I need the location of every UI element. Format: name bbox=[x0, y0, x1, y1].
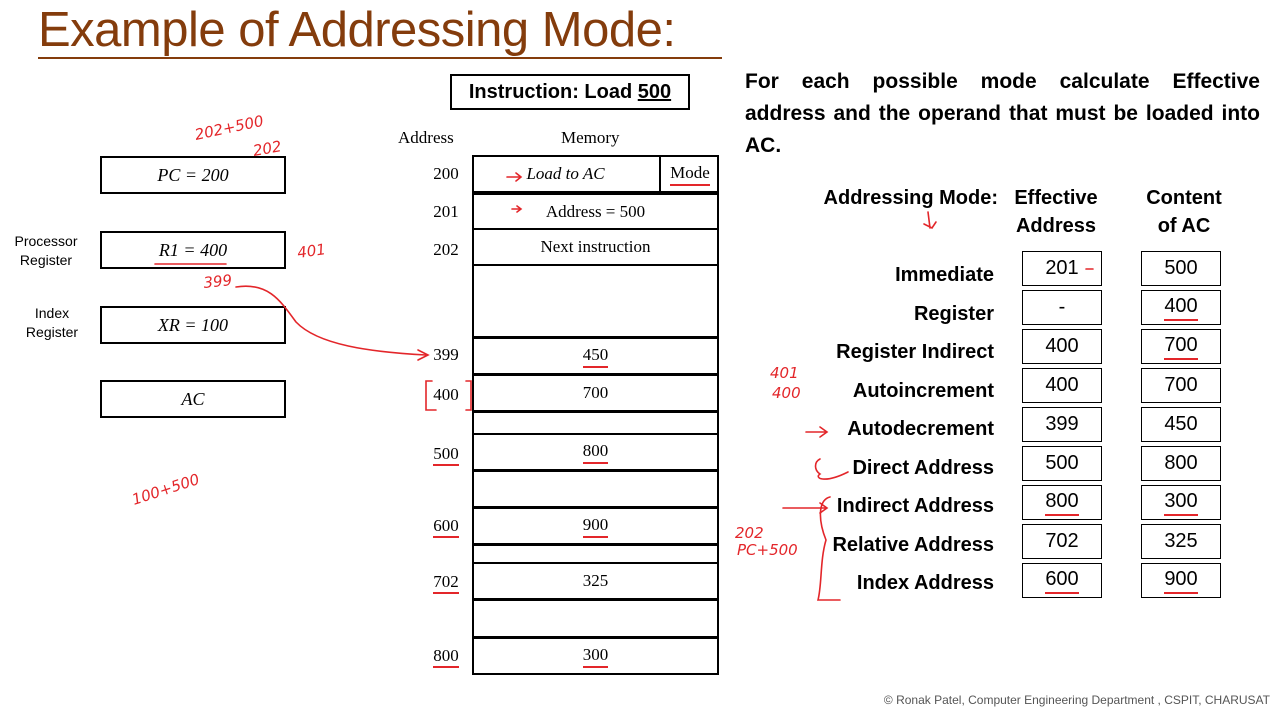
processor-register-label: Processor Register bbox=[14, 233, 78, 268]
autoinc-400-note: 400 bbox=[772, 384, 801, 402]
ac-register: AC bbox=[100, 380, 286, 418]
header-content-of-ac: Content of AC bbox=[1146, 187, 1222, 237]
slide-title: Example of Addressing Mode: bbox=[38, 3, 676, 57]
memory-cell-201: Address = 500 bbox=[472, 193, 719, 230]
copyright-footer: © Ronak Patel, Computer Engineering Depa… bbox=[883, 693, 1270, 707]
ac-autodecrement: 450 bbox=[1141, 407, 1221, 442]
ea-autodecrement: 399 bbox=[1022, 407, 1102, 442]
mode-field: Mode bbox=[659, 155, 719, 193]
ac-register-indirect: 700 bbox=[1141, 329, 1221, 364]
address-800: 800 bbox=[416, 646, 476, 668]
ea-immediate: 201 bbox=[1022, 251, 1102, 286]
mode-indirect-address: Indirect Address bbox=[836, 495, 994, 517]
address-702: 702 bbox=[416, 572, 476, 594]
address-399: 399 bbox=[433, 345, 459, 364]
memory-cell-600: 900 bbox=[472, 507, 719, 545]
instruction-operand: 500 bbox=[637, 80, 672, 103]
index-sum-note: 100+500 bbox=[130, 470, 202, 509]
ac-relative-address: 325 bbox=[1141, 524, 1221, 559]
ac-index-address: 900 bbox=[1141, 563, 1221, 598]
header-addressing-mode: Addressing Mode: bbox=[823, 187, 998, 209]
ea-direct-address: 500 bbox=[1022, 446, 1102, 481]
mode-register-indirect: Register Indirect bbox=[836, 341, 994, 363]
mode-index-address: Index Address bbox=[856, 572, 994, 594]
header-effective-address: Effective Address bbox=[1014, 187, 1098, 237]
ac-immediate: 500 bbox=[1141, 251, 1221, 286]
mode-direct-address: Direct Address bbox=[852, 457, 994, 479]
ac-direct-address: 800 bbox=[1141, 446, 1221, 481]
r1-increment-note: 401 bbox=[296, 240, 327, 262]
address-header: Address bbox=[398, 128, 454, 147]
memory-gap-2 bbox=[472, 411, 719, 435]
memory-cell-399: 450 bbox=[472, 337, 719, 375]
ea-register-indirect: 400 bbox=[1022, 329, 1102, 364]
index-register-label: Index Register bbox=[25, 305, 79, 340]
pc-sum-note: 202+500 bbox=[193, 112, 265, 144]
instruction-box: Instruction: Load 500 bbox=[450, 74, 690, 110]
ea-autoincrement: 400 bbox=[1022, 368, 1102, 403]
mode-register: Register bbox=[913, 303, 994, 325]
memory-cell-702: 325 bbox=[472, 562, 719, 600]
memory-gap-4 bbox=[472, 544, 719, 564]
memory-cell-400: 700 bbox=[472, 374, 719, 412]
memory-gap-1 bbox=[472, 264, 719, 338]
title-underline bbox=[38, 57, 722, 59]
memory-cell-202: Next instruction bbox=[472, 228, 719, 266]
ac-register: 400 bbox=[1141, 290, 1221, 325]
r1-decrement-note: 399 bbox=[203, 271, 233, 292]
task-description: For each possible mode calculate Effecti… bbox=[745, 70, 1260, 157]
r1-register: R1 = 400 bbox=[100, 231, 286, 269]
ea-indirect-address: 800 bbox=[1022, 485, 1102, 520]
ac-indirect-address: 300 bbox=[1141, 485, 1221, 520]
memory-gap-3 bbox=[472, 470, 719, 508]
address-202: 202 bbox=[433, 240, 459, 259]
pc-register: PC = 200 bbox=[100, 156, 286, 194]
relative-sum-note: PC+500 bbox=[737, 541, 798, 559]
ea-index-address: 600 bbox=[1022, 563, 1102, 598]
ac-autoincrement: 700 bbox=[1141, 368, 1221, 403]
mode-relative-address: Relative Address bbox=[832, 534, 994, 556]
address-400: 400 bbox=[433, 385, 459, 404]
mode-autodecrement: Autodecrement bbox=[847, 418, 994, 440]
memory-cell-200: Load to AC bbox=[472, 155, 719, 193]
address-200: 200 bbox=[433, 164, 459, 183]
instruction-prefix: Instruction: Load bbox=[468, 80, 633, 103]
mode-autoincrement: Autoincrement bbox=[852, 380, 994, 402]
memory-gap-5 bbox=[472, 599, 719, 638]
address-500: 500 bbox=[416, 444, 476, 466]
address-201: 201 bbox=[433, 202, 459, 221]
mode-immediate: Immediate bbox=[895, 264, 994, 286]
autoinc-401-note: 401 bbox=[770, 364, 799, 382]
ea-register: - bbox=[1022, 290, 1102, 325]
memory-header: Memory bbox=[561, 128, 620, 147]
memory-cell-800: 300 bbox=[472, 637, 719, 675]
ea-relative-address: 702 bbox=[1022, 524, 1102, 559]
address-600: 600 bbox=[416, 516, 476, 538]
xr-register: XR = 100 bbox=[100, 306, 286, 344]
relative-202-note: 202 bbox=[735, 524, 764, 542]
memory-cell-500: 800 bbox=[472, 433, 719, 471]
